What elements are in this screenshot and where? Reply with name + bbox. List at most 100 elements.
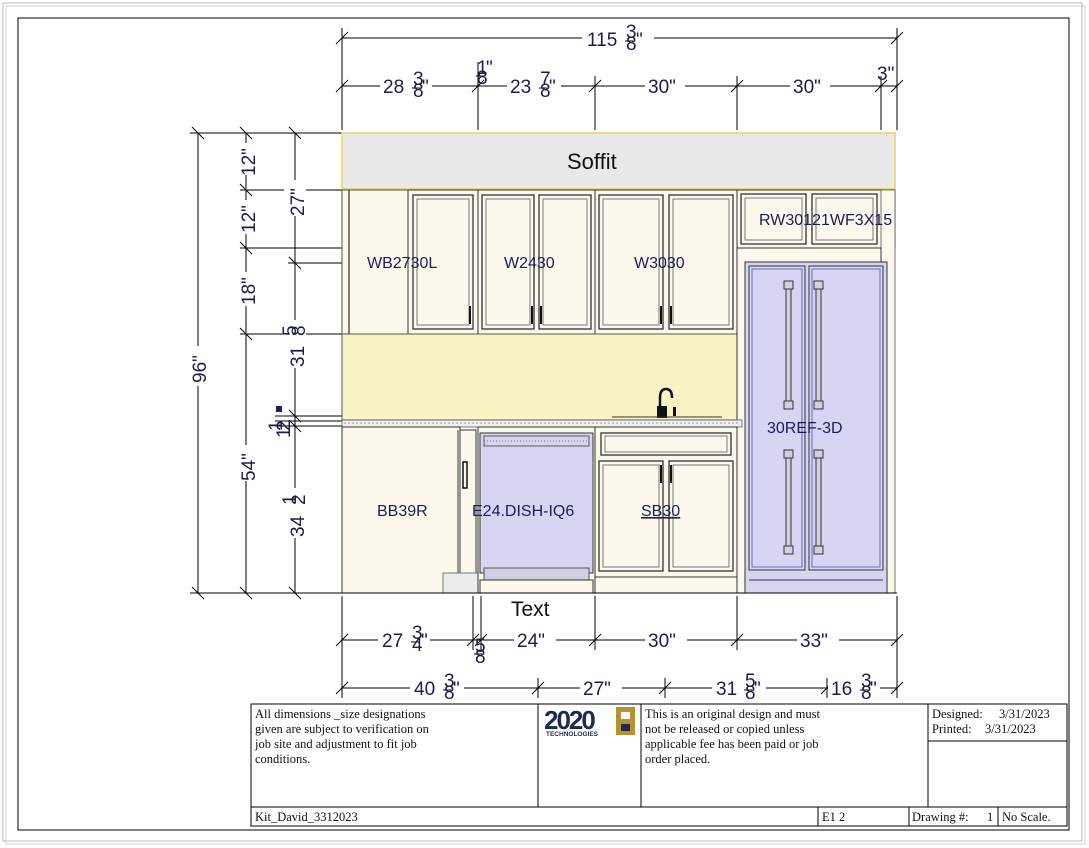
logo-2020-technologies: 2020 TECHNOLOGIES — [544, 705, 635, 738]
cabinet-wb2730l[interactable] — [407, 189, 479, 335]
soffit-label: Soffit — [567, 149, 617, 174]
notice-line-2: given are subject to verification on — [255, 722, 430, 736]
title-block: All dimensions _size designations given … — [250, 703, 1068, 827]
elevation-code: E1 2 — [822, 810, 845, 824]
dim-soffit-height: 12" — [239, 148, 260, 176]
svg-text:": " — [549, 77, 556, 98]
label-wb2730l: WB2730L — [367, 255, 437, 272]
svg-text:3: 3 — [626, 22, 637, 43]
dim-bottom-27b: 27" — [583, 679, 611, 700]
svg-text:8: 8 — [745, 683, 756, 704]
svg-text:8: 8 — [477, 68, 488, 89]
label-dishwasher: E24.DISH-IQ6 — [472, 503, 574, 520]
refrigerator-30ref[interactable] — [736, 247, 888, 594]
file-name: Kit_David_3312023 — [255, 810, 358, 824]
svg-text:8: 8 — [540, 81, 551, 102]
svg-text:5: 5 — [280, 325, 301, 336]
dim-seg-6: 3" — [877, 64, 894, 85]
svg-text:2020: 2020 — [544, 705, 595, 735]
svg-text:3: 3 — [412, 623, 423, 644]
cabinet-sb30[interactable] — [594, 426, 738, 594]
svg-text:8: 8 — [475, 647, 486, 668]
left-dimensions: 96" 12" 12" 18" 54" 27" 31 5 8 — [186, 126, 342, 600]
dim-bottom-31: 31 — [716, 679, 737, 700]
backsplash — [341, 333, 739, 421]
label-30ref: 30REF-3D — [767, 420, 843, 437]
scale-note: No Scale. — [1002, 810, 1051, 824]
svg-text:": " — [486, 58, 493, 79]
cabinet-w2430[interactable] — [477, 189, 596, 335]
dim-countertop: 1 — [274, 427, 295, 438]
dim-total-height: 96" — [190, 355, 211, 383]
svg-text:8: 8 — [289, 325, 310, 336]
svg-text:1: 1 — [266, 420, 287, 431]
label-rw30121: RW30121WF3X15 — [759, 212, 892, 229]
label-w3030: W3030 — [634, 255, 685, 272]
top-dimensions: 115 3 8 " 28 3 8 " 1 8 " 23 7 8 " 30" — [335, 22, 904, 130]
svg-text:3: 3 — [444, 671, 455, 692]
dim-31: 31 — [288, 346, 309, 367]
svg-text:3: 3 — [413, 69, 424, 90]
dim-bottom-33: 33" — [800, 631, 828, 652]
dim-34: 34 — [288, 515, 309, 537]
svg-text:8: 8 — [413, 81, 424, 102]
dim-seg-4: 30" — [648, 77, 676, 98]
copyright-line-3: applicable fee has been paid or job — [645, 737, 819, 751]
dim-bottom-fraction: 5 — [475, 636, 486, 657]
dishwasher[interactable] — [477, 426, 596, 594]
label-w2430: W2430 — [504, 255, 555, 272]
notice-line-1: All dimensions _size designations — [255, 707, 426, 721]
cabinet-bb39r[interactable] — [341, 426, 479, 594]
label-sb30: SB30 — [641, 503, 680, 520]
notice-line-4: conditions. — [255, 752, 310, 766]
svg-text:": " — [754, 679, 761, 700]
soffit[interactable] — [341, 132, 896, 190]
elevation: Soffit — [341, 132, 897, 621]
svg-text:7: 7 — [540, 69, 551, 90]
svg-text:1: 1 — [280, 494, 301, 505]
designed-date: 3/31/2023 — [999, 707, 1050, 721]
svg-text:": " — [636, 30, 643, 51]
svg-text:2: 2 — [274, 420, 295, 431]
svg-text:4: 4 — [412, 635, 423, 656]
dim-27: 27" — [288, 188, 309, 216]
svg-text:": " — [422, 77, 429, 98]
designed-label: Designed: — [932, 707, 983, 721]
svg-text:8: 8 — [861, 683, 872, 704]
svg-text:": " — [870, 679, 877, 700]
cabinet-w3030[interactable] — [594, 189, 738, 335]
svg-text:": " — [421, 631, 428, 652]
dim-bottom-27: 27 — [382, 631, 403, 652]
notice-line-3: job site and adjustment to fit job — [254, 737, 417, 751]
dim-seg-5: 30" — [793, 77, 821, 98]
svg-text:8: 8 — [444, 683, 455, 704]
drawing-label: Drawing #: — [912, 810, 969, 824]
svg-text:TECHNOLOGIES: TECHNOLOGIES — [546, 731, 599, 738]
printed-label: Printed: — [932, 722, 972, 736]
dim-seg-3: 23 — [510, 77, 531, 98]
dim-18: 18" — [239, 277, 260, 305]
copyright-line-4: order placed. — [645, 752, 710, 766]
printed-date: 3/31/2023 — [985, 722, 1036, 736]
copyright-line-2: not be released or copied unless — [645, 722, 804, 736]
dim-54: 54" — [239, 453, 260, 481]
copyright-line-1: This is an original design and must — [645, 707, 821, 721]
label-bb39r: BB39R — [377, 503, 428, 520]
faucet-icon — [612, 387, 722, 418]
dim-bottom-30: 30" — [648, 631, 676, 652]
floor-text-label[interactable]: Text — [511, 598, 550, 621]
svg-text:": " — [453, 679, 460, 700]
dim-bottom-24: 24" — [517, 631, 545, 652]
dim-bottom-40: 40 — [414, 679, 435, 700]
dim-bottom-16: 16 — [831, 679, 852, 700]
dim-seg-1: 28 — [383, 77, 404, 98]
svg-text:3: 3 — [861, 671, 872, 692]
bottom-dimensions: 27 3 4 " 5 8 24" 30" 33" 40 3 8 " 27" 31… — [335, 596, 904, 704]
dim-overall-width: 115 — [587, 30, 617, 51]
svg-text:5: 5 — [745, 671, 756, 692]
svg-text:8: 8 — [626, 34, 637, 55]
dim-12-b: 12" — [239, 205, 260, 233]
dim-seg-2: 1 — [477, 58, 488, 79]
drawing-number: 1 — [987, 810, 993, 824]
